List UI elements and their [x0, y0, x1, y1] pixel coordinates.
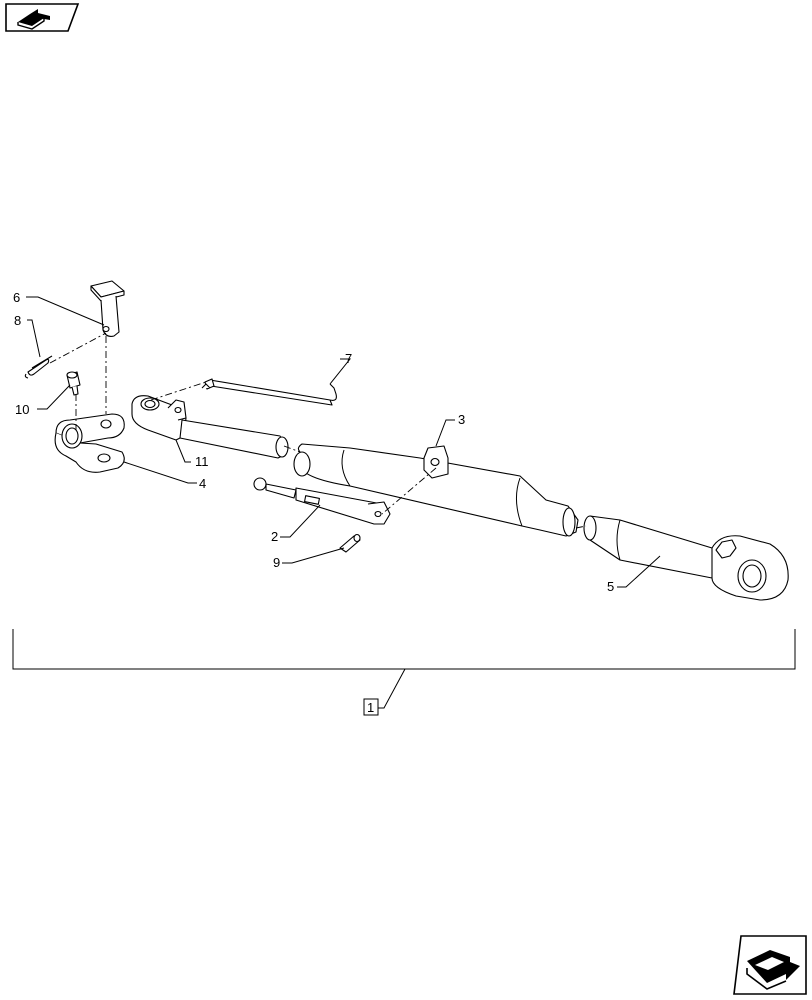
part-pin-6 — [90, 280, 125, 337]
alignment-lines — [49, 332, 587, 529]
part-pin-2 — [253, 477, 391, 525]
callout-5: 5 — [607, 579, 614, 594]
callout-6: 6 — [13, 290, 20, 305]
callout-10: 10 — [15, 402, 29, 417]
leader-lines — [26, 296, 661, 588]
callout-11: 11 — [195, 454, 209, 469]
prev-page-button[interactable] — [5, 3, 80, 32]
callout-1: 1 — [367, 700, 374, 715]
part-tube-3 — [293, 443, 579, 537]
part-ball-end-5 — [583, 515, 789, 601]
part-grease-nipple-10 — [66, 371, 81, 396]
part-eye-end-11 — [131, 395, 289, 459]
part-link-pin-7 — [201, 378, 337, 406]
callout-1-box: 1 — [363, 698, 379, 716]
callout-4: 4 — [199, 476, 206, 491]
callout-2: 2 — [271, 529, 278, 544]
part-yoke-4 — [54, 413, 125, 473]
prev-page-arrow-icon — [17, 9, 50, 30]
callout-3: 3 — [458, 412, 465, 427]
part-roll-pin-9 — [339, 533, 361, 553]
callout-7: 7 — [345, 351, 352, 366]
callout-9: 9 — [273, 555, 280, 570]
assembly-bracket — [12, 629, 796, 709]
callout-8: 8 — [14, 313, 21, 328]
next-page-button[interactable] — [733, 935, 807, 995]
next-page-arrow-icon — [746, 950, 800, 990]
part-clip-8 — [24, 355, 53, 379]
